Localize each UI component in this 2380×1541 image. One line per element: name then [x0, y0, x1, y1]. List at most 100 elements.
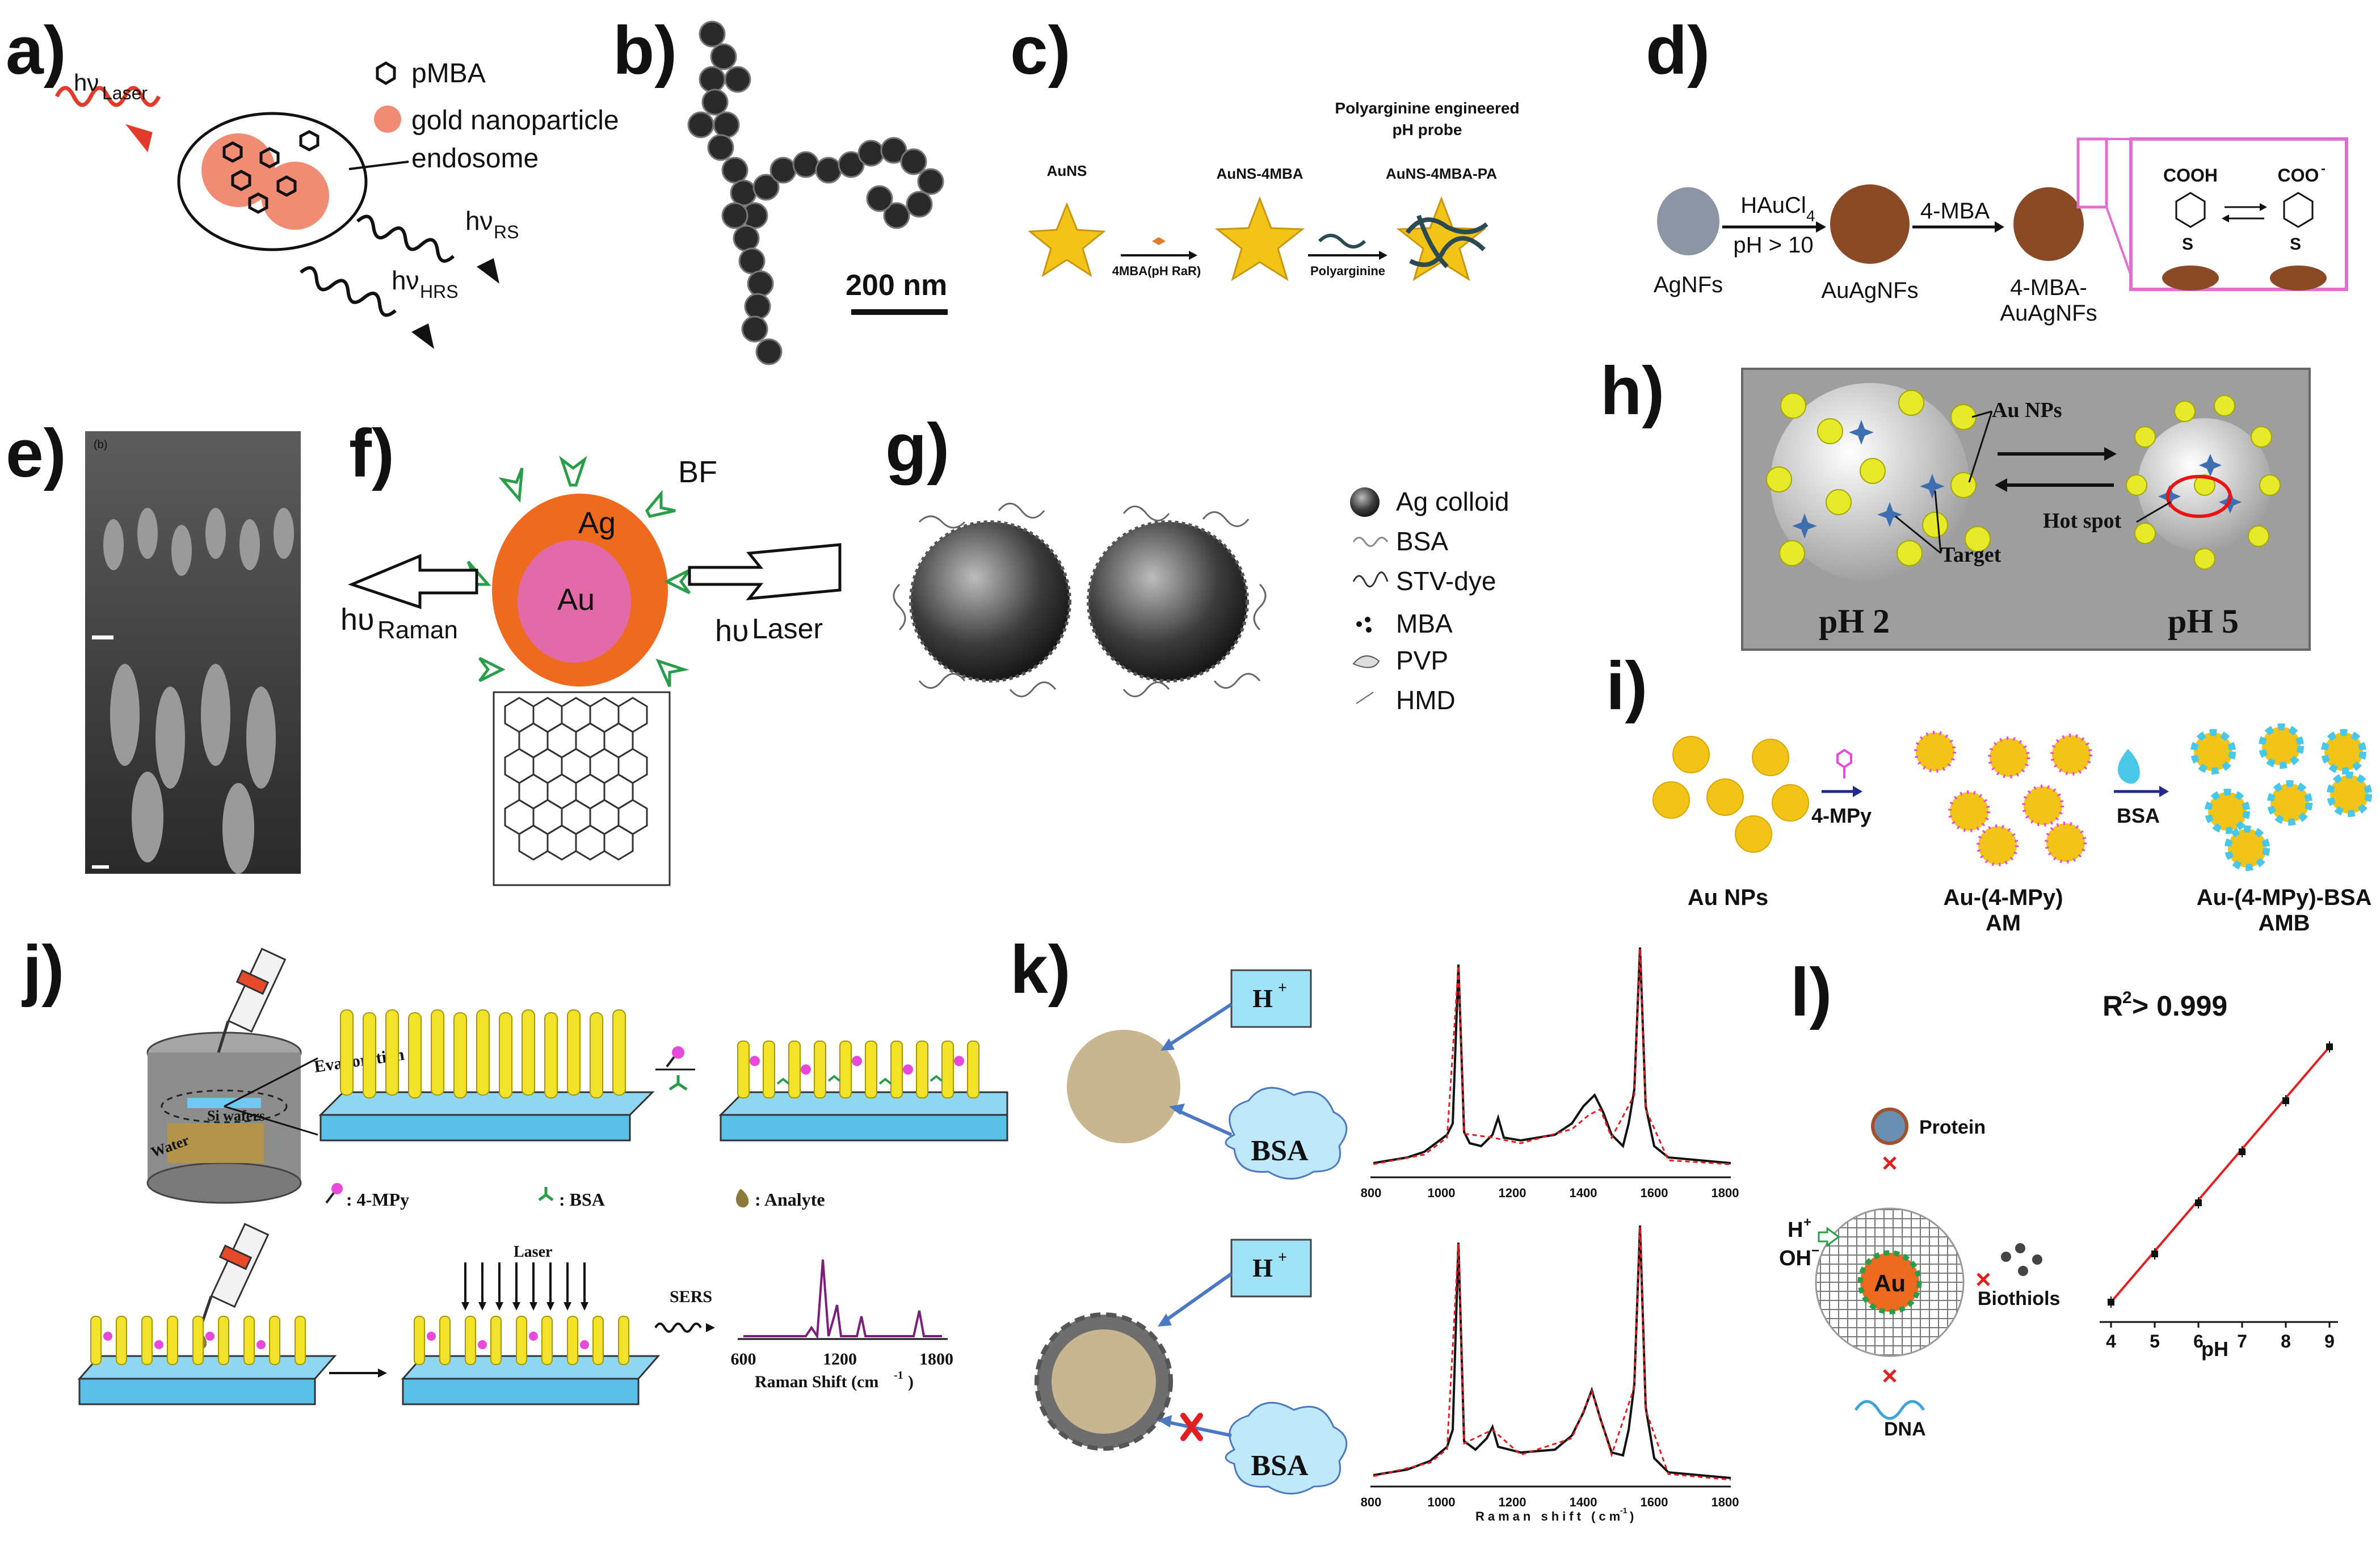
laser-arrow-icon — [688, 543, 842, 601]
data-point — [2282, 1097, 2289, 1104]
j-tick-2: 1800 — [919, 1350, 953, 1369]
biothiol-icon — [2001, 1243, 2042, 1276]
panel-h-label: h) — [1600, 353, 1665, 429]
panel-h: h) — [1600, 352, 2315, 658]
panel-l-graphic: Au Protein Biothiols DNA H + OH − R 2 > … — [1779, 988, 2338, 1440]
l-biothiols-label: Biothiols — [1978, 1288, 2060, 1310]
data-point — [2239, 1148, 2246, 1155]
data-point — [2195, 1199, 2202, 1206]
ag-label: Ag — [578, 506, 616, 540]
star2-label: AuNS-4MBA — [1216, 165, 1303, 182]
hrs-sublabel: HRS — [420, 281, 459, 302]
laser-sublabel: Laser — [102, 83, 148, 103]
star1-label: AuNS — [1047, 162, 1087, 179]
panel-e-label: e) — [6, 415, 66, 491]
j-tick-0: 600 — [731, 1350, 756, 1369]
k-xlabel-sup-bottom: -1 — [1620, 1506, 1628, 1515]
x-tick-label: 5 — [2150, 1331, 2160, 1351]
panel-i-label: i) — [1606, 648, 1648, 724]
h-hot-spot: Hot spot — [2043, 509, 2122, 533]
protein-icon — [1871, 1108, 1908, 1145]
panel-i: i) 4-MPy BSA Au NPs Au-(4-MPy) AM Au-(4-… — [1589, 647, 2380, 953]
legend-pmba: pMBA — [411, 58, 486, 89]
g-legend-3: MBA — [1396, 609, 1453, 638]
l-protein-label: Protein — [1919, 1117, 1986, 1138]
panel-b-label: b) — [613, 12, 678, 89]
k-tick-bot-5: 1800 — [1712, 1495, 1739, 1509]
legend-gold: gold nanoparticle — [411, 106, 619, 136]
panel-j-label: j) — [23, 932, 65, 1008]
k-hsup-top: + — [1278, 979, 1287, 997]
bf-label: BF — [678, 455, 717, 489]
panel-d: d) AgNFs HAuCl 4 pH > 10 AuAgNFs 4-MBA 4… — [1646, 0, 2380, 374]
k-tick-bot-2: 1200 — [1499, 1495, 1527, 1509]
probe-title-2: pH probe — [1393, 121, 1462, 138]
data-point — [2108, 1299, 2114, 1306]
panel-k: k) H + BSA 800 1000 1200 1400 1600 1800 … — [1010, 919, 1759, 1541]
legend-endosome: endosome — [411, 144, 539, 174]
i-cap2-2: AM — [1986, 911, 2021, 936]
raman-arrow-icon — [347, 554, 478, 609]
bsa-cloud-top — [1225, 1087, 1348, 1180]
k-spectrum-top — [1373, 947, 1731, 1164]
h-ph-right: pH 5 — [2168, 603, 2239, 640]
mpy-reagent-icon — [666, 1046, 684, 1068]
arrow2-label: Polyarginine — [1310, 264, 1385, 278]
i-cap3-1: Au-(4-MPy)-BSA — [2197, 885, 2372, 910]
x-tick-label: 7 — [2237, 1331, 2247, 1351]
bf-molecule-icon — [559, 456, 587, 487]
sem-corner-label: (b) — [94, 439, 107, 451]
k-tick-bot-4: 1600 — [1641, 1495, 1668, 1509]
panel-k-graphic: H + BSA 800 1000 1200 1400 1600 1800 Ram… — [1035, 942, 1739, 1523]
panel-e: e) (b) — [0, 397, 318, 885]
step2-label: 4-MBA — [1920, 199, 1990, 224]
coo-label: COO — [2278, 165, 2319, 186]
panel-f-label: f) — [349, 415, 394, 491]
panel-b: b) 200 nm — [613, 0, 1010, 386]
g-legend-2: STV-dye — [1396, 566, 1496, 596]
i-cap3-2: AMB — [2258, 911, 2310, 936]
g-legend-4: PVP — [1396, 646, 1448, 675]
x-tick-label: 9 — [2324, 1331, 2335, 1351]
panel-g-label: g) — [885, 410, 950, 486]
l-h-sup: + — [1803, 1215, 1811, 1230]
probe-title-1: Polyarginine engineered — [1335, 99, 1519, 117]
ion-arrow-icon — [1818, 1227, 1840, 1247]
panel-l: l) Au Protein Biothiols DNA H + OH − R 2… — [1771, 942, 2380, 1440]
np3-label-2: AuAgNFs — [2000, 301, 2097, 326]
pipette-bottom-icon — [200, 1223, 270, 1325]
np2-label: AuAgNFs — [1821, 278, 1918, 303]
h-ph-left: pH 2 — [1819, 603, 1890, 640]
tem-image: 200 nm — [687, 20, 948, 365]
step1-top: HAuCl — [1740, 193, 1806, 218]
panel-d-graphic: AgNFs HAuCl 4 pH > 10 AuAgNFs 4-MBA 4-MB… — [1654, 137, 2348, 326]
cooh-label: COOH — [2163, 165, 2218, 186]
l-r2-rest: > 0.999 — [2132, 990, 2227, 1022]
data-point — [2326, 1043, 2333, 1050]
gold-star-icon — [1028, 201, 1106, 277]
panel-c: c) Polyarginine engineered pH probe AuNS… — [1010, 0, 1634, 374]
h-target: Target — [1941, 543, 2001, 567]
l-oh-label: OH — [1779, 1247, 1811, 1270]
g-legend-1: BSA — [1396, 527, 1448, 556]
i-arrow2: BSA — [2117, 804, 2160, 827]
k-xlabel-end-bottom: ) — [1630, 1509, 1634, 1523]
k-spectrum-bottom-red — [1373, 1226, 1731, 1481]
k-bsa-top: BSA — [1251, 1135, 1309, 1167]
hrs-label: hν — [392, 266, 419, 295]
j-tick-1: 1200 — [823, 1350, 857, 1369]
coo-charge: - — [2321, 161, 2326, 176]
k-tick-bot-1: 1000 — [1428, 1495, 1456, 1509]
bsa-cloud-bottom — [1225, 1401, 1348, 1494]
x-tick-label: 6 — [2193, 1331, 2204, 1351]
fit-line — [2110, 1046, 2331, 1303]
block-x-icon — [1180, 1413, 1203, 1441]
k-tick-bot-3: 1400 — [1570, 1495, 1597, 1509]
s2-label: S — [2290, 235, 2301, 254]
x-tick-label: 8 — [2281, 1331, 2291, 1351]
j-xlabel-end: ) — [908, 1372, 914, 1391]
panel-f-graphic: Ag Au BF hυ Laser hυ Raman — [340, 455, 842, 886]
sem-image: (b) — [85, 431, 301, 874]
panel-c-graphic: Polyarginine engineered pH probe AuNS Au… — [1028, 99, 1520, 281]
